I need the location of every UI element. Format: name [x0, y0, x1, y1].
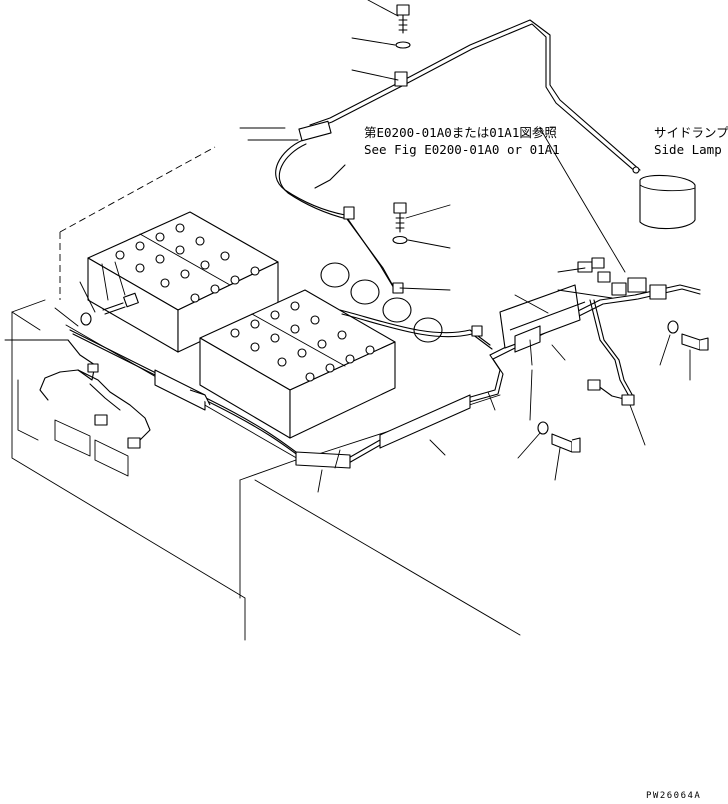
drawing-code: PW26064A: [646, 791, 702, 801]
harness-clamps: [154, 71, 586, 469]
side-lamp: [632, 166, 696, 230]
bolt-middle: [393, 202, 407, 233]
washer-top: [395, 41, 411, 49]
side-lamp-label-english: Side Lamp: [654, 142, 722, 157]
washer-right: [667, 320, 679, 334]
connectors: [577, 257, 667, 406]
bolt-left: [102, 292, 139, 315]
bolt-right: [681, 333, 709, 351]
reference-note-english: See Fig E0200-01A0 or 01A1: [364, 142, 560, 157]
bolt-top: [396, 4, 410, 34]
reference-note-japanese: 第E0200-01A0または01A1図参照: [364, 125, 557, 140]
washer-left: [80, 312, 92, 326]
left-harness-lead: [39, 339, 151, 449]
bolt-lower: [551, 433, 581, 453]
washer-middle: [392, 235, 408, 245]
leader-lines: [4, 0, 691, 493]
machine-frame: [11, 146, 521, 641]
side-lamp-label-japanese: サイドランプ: [654, 125, 728, 140]
washer-lower: [537, 421, 549, 435]
